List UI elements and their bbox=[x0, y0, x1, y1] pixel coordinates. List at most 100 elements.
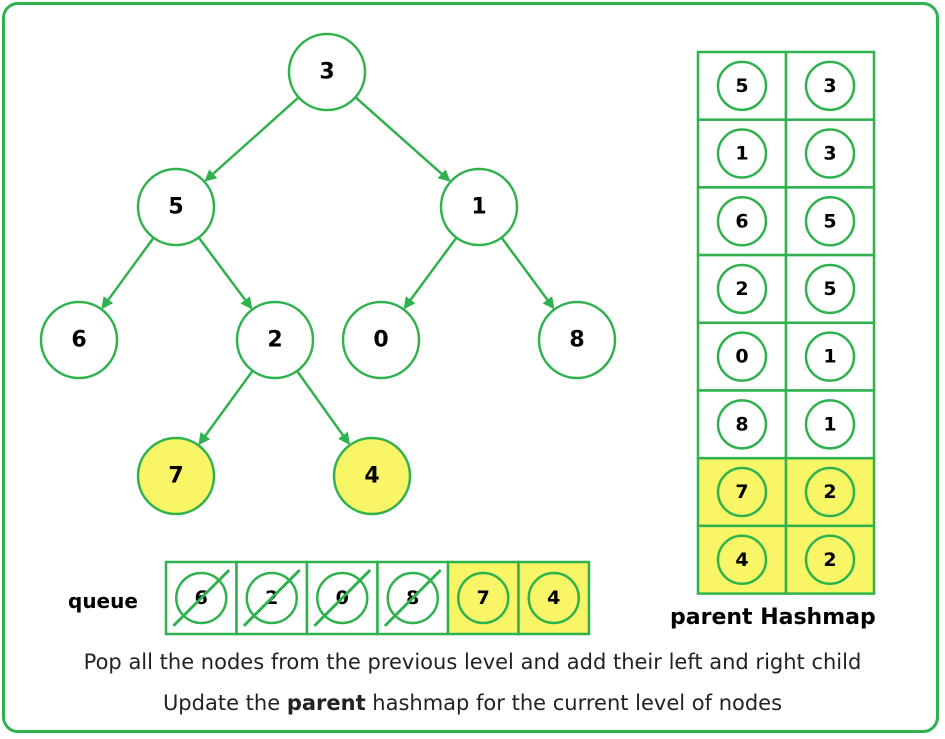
hashmap-circle bbox=[716, 534, 768, 585]
tree-node-8: 8 bbox=[537, 300, 617, 380]
hashmap-key: 0 bbox=[735, 346, 748, 368]
hashmap-circle bbox=[804, 399, 856, 450]
queue-item-label: 7 bbox=[477, 587, 490, 609]
hashmap-circle bbox=[716, 196, 768, 247]
node-circle bbox=[287, 32, 367, 112]
hashmap-circle bbox=[716, 399, 768, 450]
node-label: 0 bbox=[373, 328, 388, 353]
popped-strike bbox=[172, 569, 230, 627]
popped-strike bbox=[243, 569, 301, 627]
node-circle bbox=[39, 300, 119, 380]
hashmap-parent: 2 bbox=[823, 481, 836, 503]
node-label: 1 bbox=[471, 195, 486, 220]
edge-5-2 bbox=[197, 236, 253, 310]
hashmap-parent: 5 bbox=[823, 278, 836, 300]
edge-3-5 bbox=[204, 96, 300, 182]
queue-cell-0: 0 bbox=[305, 560, 379, 636]
hashmap-title: parent Hashmap bbox=[670, 605, 876, 630]
node-label: 6 bbox=[71, 328, 86, 353]
tree-node-5: 5 bbox=[136, 167, 216, 247]
hashmap-key: 5 bbox=[735, 75, 748, 97]
hashmap-key: 8 bbox=[735, 413, 748, 435]
popped-strike bbox=[313, 569, 371, 627]
queue-cell-8: 8 bbox=[376, 560, 450, 636]
hashmap-parent: 3 bbox=[823, 75, 836, 97]
hashmap-circle bbox=[716, 331, 768, 382]
hashmap-circle bbox=[716, 466, 768, 518]
hashmap-parent: 3 bbox=[823, 143, 836, 165]
hashmap-key: 1 bbox=[735, 143, 748, 165]
edge-1-8 bbox=[500, 236, 555, 310]
hashmap-parent: 2 bbox=[823, 549, 836, 571]
node-circle bbox=[332, 436, 412, 516]
hashmap-circle bbox=[804, 263, 856, 315]
hashmap-circle bbox=[804, 534, 856, 585]
hashmap-circle bbox=[804, 128, 856, 179]
node-circle bbox=[136, 436, 216, 516]
hashmap-parent: 1 bbox=[823, 346, 836, 368]
node-circle bbox=[537, 300, 617, 380]
node-circle bbox=[235, 300, 315, 380]
queue-cell-7: 7 bbox=[446, 560, 520, 636]
hashmap-parent: 5 bbox=[823, 210, 836, 232]
caption-line-2-end: hashmap for the current level of nodes bbox=[365, 691, 783, 715]
hashmap-parent: 1 bbox=[823, 413, 836, 435]
tree-node-3: 3 bbox=[287, 32, 367, 112]
popped-strike bbox=[384, 569, 442, 627]
caption-line-1: Pop all the nodes from the previous leve… bbox=[83, 650, 862, 674]
tree-node-4: 4 bbox=[332, 436, 412, 516]
edge-1-0 bbox=[403, 236, 458, 310]
tree-node-2: 2 bbox=[235, 300, 315, 380]
hashmap-circle bbox=[804, 331, 856, 382]
queue-cell-2: 2 bbox=[235, 560, 309, 636]
hashmap-circle bbox=[716, 128, 768, 179]
edge-5-6 bbox=[101, 236, 155, 310]
hashmap-key: 2 bbox=[735, 278, 748, 300]
queue-cell-4: 4 bbox=[517, 560, 591, 636]
caption-line-2-start: Update the bbox=[162, 691, 287, 715]
edge-2-7 bbox=[198, 369, 254, 446]
hashmap-circle bbox=[804, 466, 856, 518]
hashmap-circle bbox=[716, 263, 768, 315]
node-label: 2 bbox=[267, 328, 282, 353]
hashmap-circle bbox=[804, 196, 856, 247]
node-label: 4 bbox=[364, 464, 379, 489]
hashmap-key: 7 bbox=[735, 481, 748, 503]
tree-edges bbox=[101, 96, 555, 446]
hashmap-circle bbox=[804, 60, 856, 112]
node-label: 5 bbox=[168, 195, 183, 220]
tree-nodes: 3 5 1 6 2 0 8 7 4 bbox=[39, 32, 617, 516]
queue-item-circle bbox=[457, 571, 510, 625]
queue-cell-6: 6 bbox=[164, 560, 238, 636]
tree-node-1: 1 bbox=[439, 167, 519, 247]
node-label: 7 bbox=[168, 464, 183, 489]
hashmap-key: 6 bbox=[735, 210, 748, 232]
queue-label: queue bbox=[68, 589, 138, 613]
node-circle bbox=[341, 300, 421, 380]
hashmap-key: 4 bbox=[735, 549, 748, 571]
edge-2-4 bbox=[296, 370, 350, 446]
edge-3-1 bbox=[354, 96, 451, 182]
queue-item-label: 4 bbox=[547, 587, 560, 609]
tree-node-7: 7 bbox=[136, 436, 216, 516]
node-circle bbox=[136, 167, 216, 247]
queue-item-circle bbox=[527, 571, 580, 625]
caption-line-2-bold: parent bbox=[286, 691, 366, 715]
tree-node-6: 6 bbox=[39, 300, 119, 380]
hashmap-circle bbox=[716, 60, 768, 112]
node-label: 3 bbox=[319, 60, 334, 85]
node-circle bbox=[439, 167, 519, 247]
caption-line-2: Update the parent hashmap for the curren… bbox=[0, 691, 945, 715]
